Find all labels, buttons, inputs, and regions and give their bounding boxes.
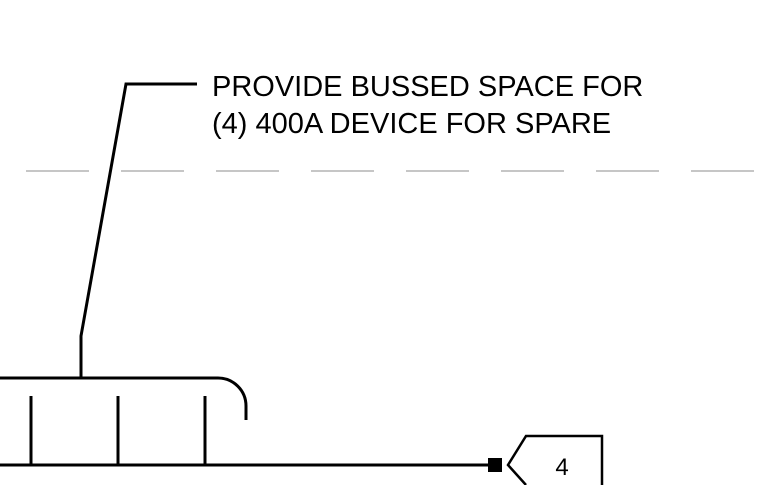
note-leader-line [79,82,197,378]
note-text-line-2: (4) 400A DEVICE FOR SPARE [212,108,611,140]
feeder-tag-outline [506,434,604,485]
spare-bus-bracket [0,376,248,420]
feeder-tag-label: 4 [555,454,568,481]
note-text-line-1: PROVIDE BUSSED SPACE FOR [212,71,643,103]
connection-point [488,458,502,472]
